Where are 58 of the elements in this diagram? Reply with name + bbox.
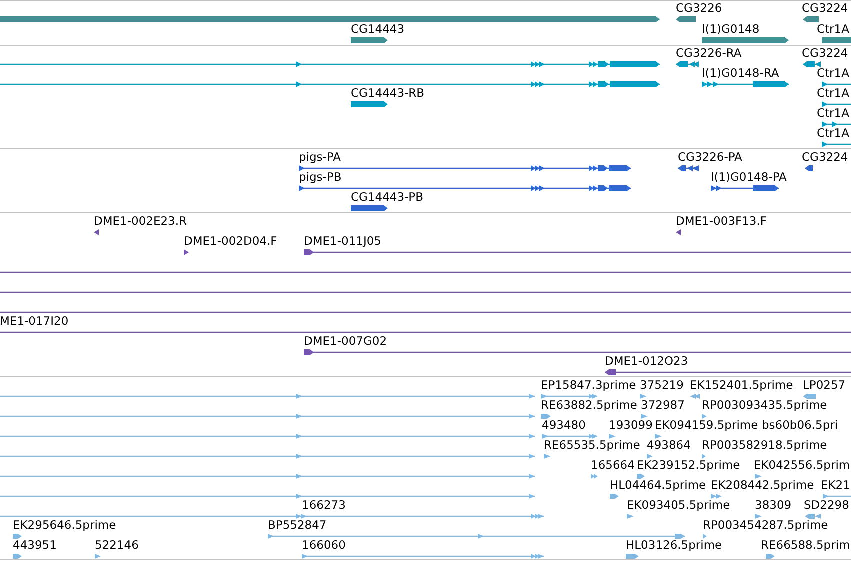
feature-label: CG3224 [802,151,848,164]
feature-label: DME1-011J05 [304,235,382,248]
feature-label: 493480 [542,419,586,432]
feature-label: DME1-003F13.F [676,215,767,228]
feature-label: 372987 [641,399,685,412]
feature-label: RE66588.5prim [761,539,850,552]
feature-label: EK208442.5prime [711,479,814,492]
feature-label: HL04464.5prime [610,479,706,492]
feature-label: Ctr1A [817,23,850,36]
feature-label: 166060 [302,539,346,552]
feature-label: 193099 [609,419,653,432]
feature-label: RE65535.5prime [544,439,640,452]
feature-label: CG3224 [802,2,848,15]
feature-label: EK042556.5prim [754,459,850,472]
feature-label: EK21 [821,479,850,492]
feature-label: DME1-012O23 [605,355,688,368]
feature-label: SD2298 [804,499,850,512]
feature-label: CG14443 [351,23,405,36]
feature-label: LP0257 [803,379,846,392]
feature-label: CG3226-RA [676,47,742,60]
feature-label: DME1-007G02 [304,335,388,348]
feature-label: EK094159.5prime [655,419,758,432]
feature-label: BP552847 [268,519,327,532]
feature-label: pigs-PB [299,171,342,184]
feature-label: CG3224 [802,47,848,60]
feature-label: ME1-017I20 [0,315,69,328]
feature-label: EP15847.3prime [541,379,636,392]
feature-label: HL03126.5prime [626,539,722,552]
feature-label: 375219 [640,379,684,392]
feature-label: Ctr1A [817,127,850,140]
feature-label: CG3226-PA [678,151,742,164]
feature-label: CG3226 [676,2,722,15]
feature-label: EK239152.5prime [637,459,740,472]
feature-label: 166273 [302,499,346,512]
feature-label: 493864 [647,439,691,452]
feature-label: RP003454287.5prime [703,519,828,532]
feature-label: Ctr1A [817,67,850,80]
feature-label: RP003582918.5prime [702,439,828,452]
feature-label: bs60b06.5pri [762,419,838,432]
feature-label: pigs-PA [299,151,342,164]
feature-label: l(1)G0148-PA [711,171,787,184]
feature-label: 443951 [13,539,57,552]
feature-label: Ctr1A [817,87,850,100]
feature-label: DME1-002D04.F [184,235,278,248]
feature-label: l(1)G0148-RA [702,67,780,80]
feature-label: EK093405.5prime [627,499,730,512]
feature-label: EK295646.5prime [13,519,116,532]
feature-label: 522146 [95,539,139,552]
feature-label: 38309 [755,499,792,512]
feature-label: DME1-002E23.R [94,215,188,228]
feature-label: RP003093435.5prime [702,399,828,412]
feature-label: CG14443-RB [351,87,425,100]
feature-label: CG14443-PB [351,191,424,204]
feature-label: EK152401.5prime [690,379,794,392]
feature-label: Ctr1A [817,107,850,120]
feature-label: l(1)G0148 [702,23,760,36]
feature-label: RE63882.5prime [541,399,638,412]
feature-label: 165664 [591,459,635,472]
